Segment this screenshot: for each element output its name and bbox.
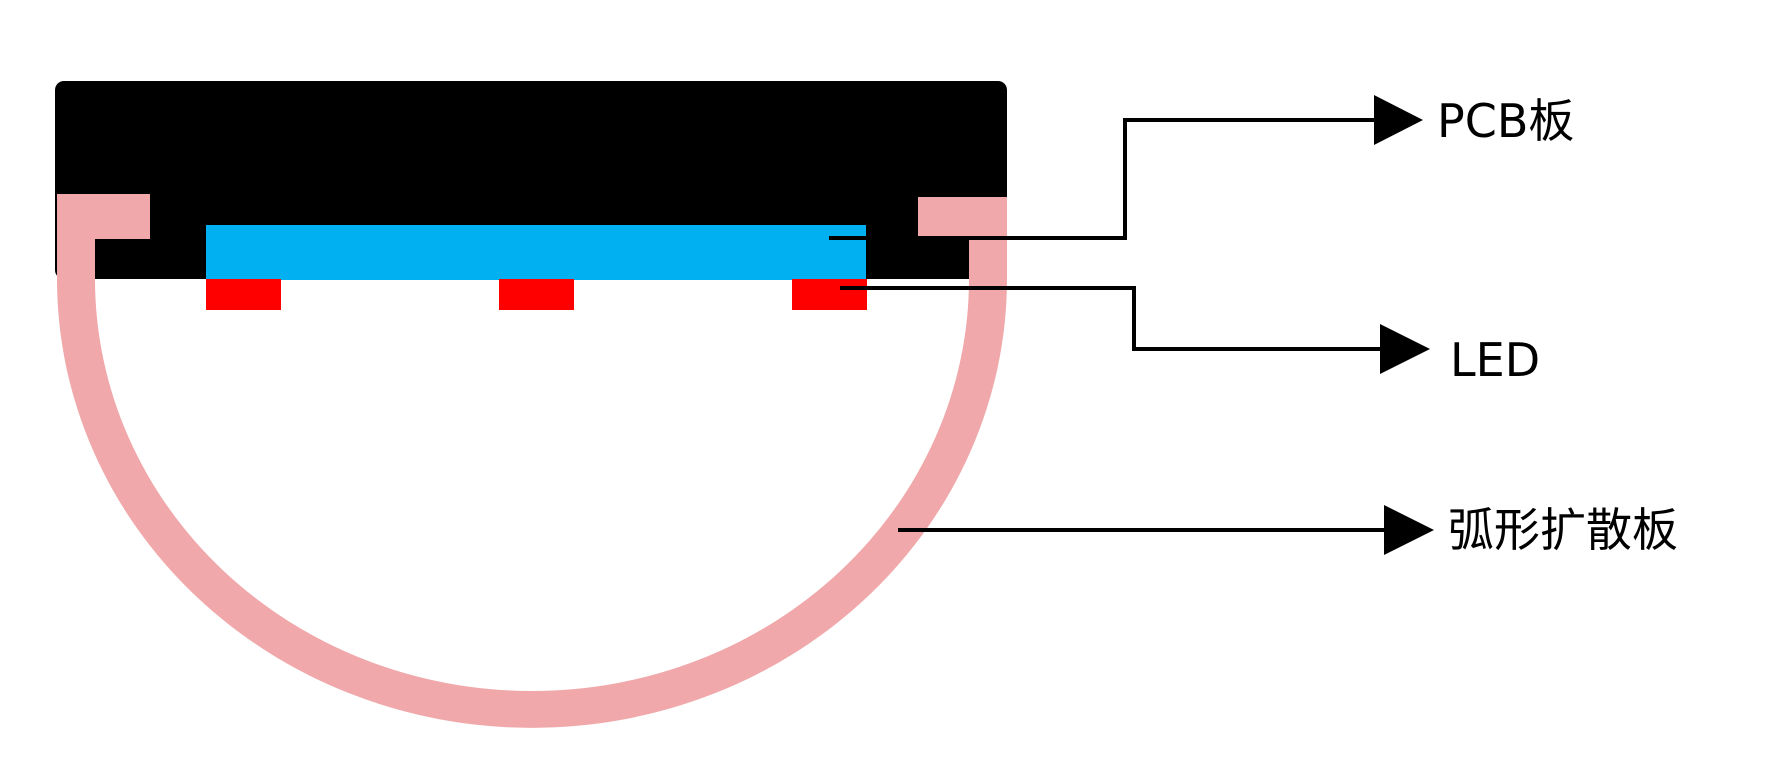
- pcb-leader: [829, 95, 1423, 240]
- led-chip: [499, 279, 574, 310]
- arc-diffuser-left-flange: [57, 194, 150, 239]
- led-label: LED: [1450, 333, 1540, 387]
- led-leader: [840, 286, 1430, 374]
- pcb-arrowhead: [1374, 95, 1423, 145]
- diffuser-label: 弧形扩散板: [1448, 503, 1678, 557]
- led-chip: [206, 279, 281, 310]
- pcb-leader-line: [829, 118, 1378, 240]
- arc-diffuser-right-flange: [918, 197, 1007, 240]
- pcb-board: [206, 225, 866, 280]
- diffuser-leader: [898, 505, 1434, 555]
- arc-diffuser: [57, 194, 1007, 728]
- diffuser-arrowhead: [1384, 505, 1434, 555]
- led-chip: [792, 279, 867, 310]
- led-leader-line: [840, 286, 1384, 351]
- pcb-label: PCB板: [1437, 94, 1574, 148]
- led-group: [206, 279, 867, 310]
- led-arrowhead: [1380, 324, 1430, 374]
